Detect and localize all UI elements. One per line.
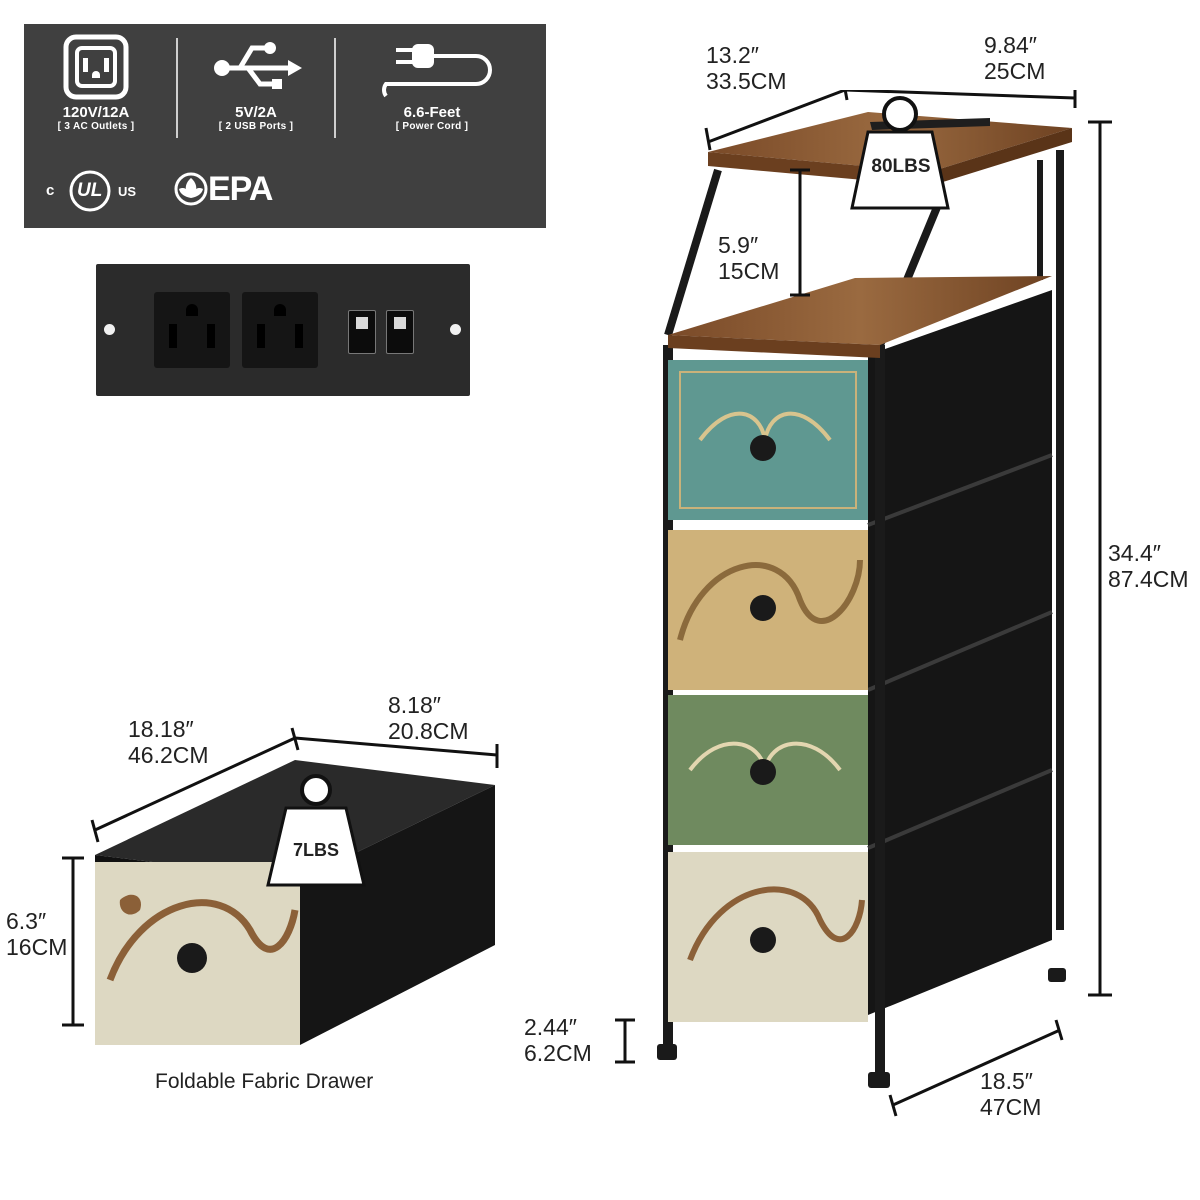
drawer-load-label: 7LBS [292,840,339,860]
usb-spec-title: 5V/2A [235,104,277,121]
drawer-width-dimension: 8.18″ 20.8CM [388,692,469,744]
dimension-inches: 6.3″ [6,908,47,934]
shelf-gap-dimension: 5.9″ 15CM [718,232,779,284]
leg-height-dimension: 2.44″ 6.2CM [524,1014,592,1066]
drawer-knob [177,943,207,973]
divider [176,38,178,138]
dimension-cm: 47CM [980,1094,1042,1120]
dimension-inches: 5.9″ [718,232,759,258]
dimension-cm: 6.2CM [524,1040,592,1066]
dimension-cm: 87.4CM [1108,566,1189,592]
dimension-inches: 18.18″ [128,716,194,742]
dimension-cm: 46.2CM [128,742,209,768]
drawer-knob [750,435,776,461]
cabinet-depth-dimension: 13.2″ 33.5CM [706,42,787,94]
dimension-cm: 16CM [6,934,68,960]
cord-spec: 6.6-Feet [ Power Cord ] [370,104,494,133]
cabinet-height-dimension: 34.4″ 87.4CM [1108,540,1189,592]
dimension-cm: 15CM [718,258,780,284]
dimension-inches: 18.5″ [980,1068,1033,1094]
usb-port [348,310,376,354]
ul-mark: UL [77,180,103,201]
usb-spec-sub: [ 2 USB Ports ] [218,121,294,132]
ac-socket [242,292,318,368]
ul-prefix: c [46,182,55,199]
drawer-knob [750,759,776,785]
cord-spec-sub: [ Power Cord ] [395,121,469,132]
cabinet-width-dimension: 9.84″ 25CM [984,32,1045,84]
dimension-cm: 33.5CM [706,68,787,94]
screw [450,324,461,335]
ul-circle-icon [69,170,111,212]
ac-socket-icon [169,304,215,348]
base-depth-dimension: 18.5″ 47CM [980,1068,1041,1120]
usb-spec: 5V/2A [ 2 USB Ports ] [194,104,318,133]
drawer-knob [750,595,776,621]
epa-label: EPA [208,170,273,208]
cord-spec-title: 6.6-Feet [403,104,461,121]
drawer-height-dimension: 6.3″ 16CM [6,908,67,960]
ul-certification-mark: c UL US [42,170,152,212]
cabinet-illustration [615,90,1112,1117]
drawer-illustration [62,727,499,1045]
outlet-spec: 120V/12A [ 3 AC Outlets ] [34,104,158,133]
ul-suffix: US [118,184,137,199]
ac-socket-icon [257,304,303,348]
ac-outlet-icon [63,34,129,100]
drawer-caption: Foldable Fabric Drawer [155,1070,374,1093]
dimension-inches: 8.18″ [388,692,441,718]
drawer-length-dimension: 18.18″ 46.2CM [128,716,209,768]
plug-cord-icon [382,44,492,98]
outlet-spec-sub: [ 3 AC Outlets ] [57,121,135,132]
outlet-spec-title: 120V/12A [62,104,130,121]
epa-flower-icon [174,172,208,206]
spec-panel: 120V/12A [ 3 AC Outlets ] 5V/2A [ 2 USB … [24,24,546,228]
cabinet-load-label: 80LBS [871,156,931,177]
outlet-strip [96,264,470,396]
ac-socket [154,292,230,368]
screw [104,324,115,335]
dimension-cm: 25CM [984,58,1046,84]
middle-shelf [668,276,1052,345]
dimension-inches: 2.44″ [524,1014,577,1040]
epa-certification-mark: EPA [174,168,294,210]
dimension-cm: 20.8CM [388,718,469,744]
usb-icon [214,42,302,89]
dimension-inches: 9.84″ [984,32,1037,58]
usb-port [386,310,414,354]
divider [334,38,336,138]
dimension-inches: 34.4″ [1108,540,1161,566]
drawer-knob [750,927,776,953]
dimension-inches: 13.2″ [706,42,759,68]
